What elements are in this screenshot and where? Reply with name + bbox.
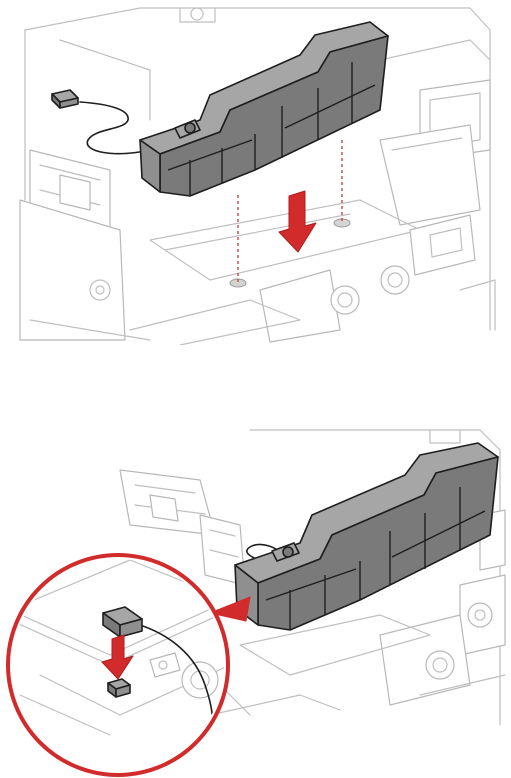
chassis-lines — [20, 8, 495, 345]
figure-install-speaker — [0, 0, 511, 345]
figure-connect-cable-illustration — [0, 425, 511, 778]
detail-callout — [8, 555, 250, 775]
figure-connect-cable — [0, 425, 511, 778]
speaker-module-installed — [235, 443, 498, 630]
speaker-module — [140, 22, 388, 196]
board-header — [108, 679, 130, 697]
speaker-connector — [52, 90, 78, 108]
figure-install-speaker-illustration — [0, 0, 511, 345]
